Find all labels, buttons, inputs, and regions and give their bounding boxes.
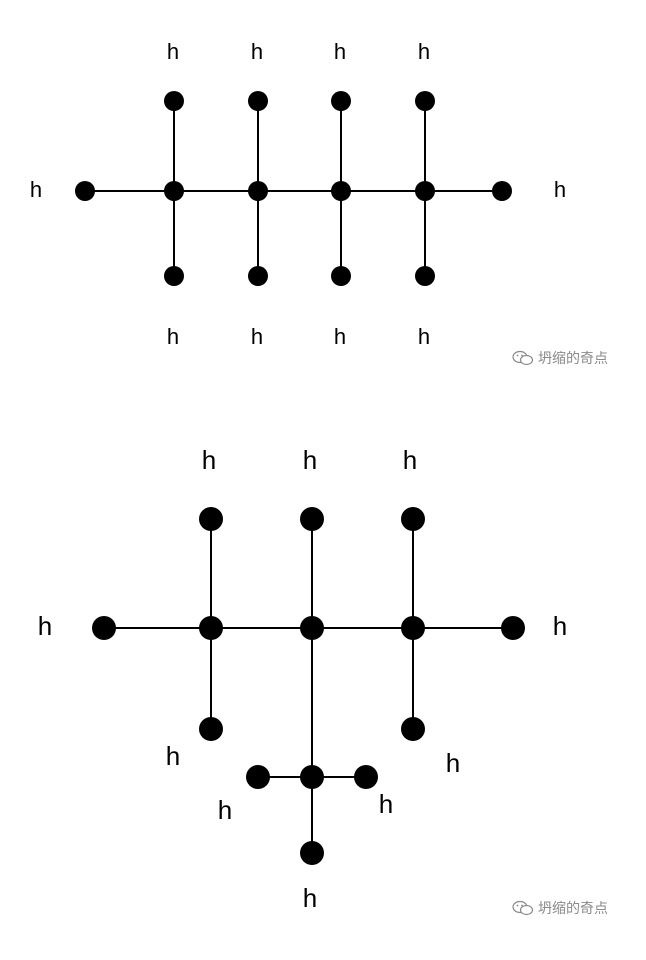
atom-label: h [379, 789, 393, 819]
atom-node [354, 765, 378, 789]
atom-label: h [167, 39, 179, 64]
molecule-diagram-1: h h h h h h h h h h [30, 39, 566, 349]
wechat-icon [512, 350, 534, 366]
watermark-text: 坍缩的奇点 [538, 351, 608, 367]
atom-label: h [446, 748, 460, 778]
atom-node [75, 181, 95, 201]
molecule-diagram-2: h h h h h h h h h h [38, 445, 567, 913]
atom-node [246, 765, 270, 789]
atom-label: h [303, 445, 317, 475]
atom-node [199, 507, 223, 531]
atom-node [199, 616, 223, 640]
wechat-icon [512, 900, 534, 916]
watermark-text: 坍缩的奇点 [538, 901, 608, 917]
atom-node [415, 91, 435, 111]
atom-label: h [334, 324, 346, 349]
atom-node [401, 507, 425, 531]
atom-label: h [251, 39, 263, 64]
atom-node [199, 717, 223, 741]
atom-label: h [218, 795, 232, 825]
atom-node [248, 91, 268, 111]
atom-node [331, 91, 351, 111]
atom-node [248, 266, 268, 286]
atom-label: h [554, 177, 566, 202]
watermark: 坍缩的奇点 [512, 898, 608, 918]
atom-label: h [251, 324, 263, 349]
atom-node [331, 266, 351, 286]
atom-node [501, 616, 525, 640]
atom-node [92, 616, 116, 640]
atom-label: h [202, 445, 216, 475]
atom-label: h [418, 39, 430, 64]
atom-node [331, 181, 351, 201]
atom-label: h [403, 445, 417, 475]
atom-node [164, 91, 184, 111]
atom-node [492, 181, 512, 201]
atom-node [300, 765, 324, 789]
watermark: 坍缩的奇点 [512, 348, 608, 368]
atom-node [300, 841, 324, 865]
atom-label: h [167, 324, 179, 349]
atom-node [248, 181, 268, 201]
atom-label: h [166, 741, 180, 771]
atom-label: h [334, 39, 346, 64]
atom-node [164, 181, 184, 201]
atom-label: h [303, 883, 317, 913]
atom-node [401, 616, 425, 640]
atom-label: h [38, 611, 52, 641]
atom-node [415, 266, 435, 286]
atom-node [300, 507, 324, 531]
atom-node [401, 717, 425, 741]
atom-node [300, 616, 324, 640]
atom-node [415, 181, 435, 201]
atom-label: h [30, 177, 42, 202]
atom-label: h [553, 611, 567, 641]
atom-node [164, 266, 184, 286]
atom-label: h [418, 324, 430, 349]
